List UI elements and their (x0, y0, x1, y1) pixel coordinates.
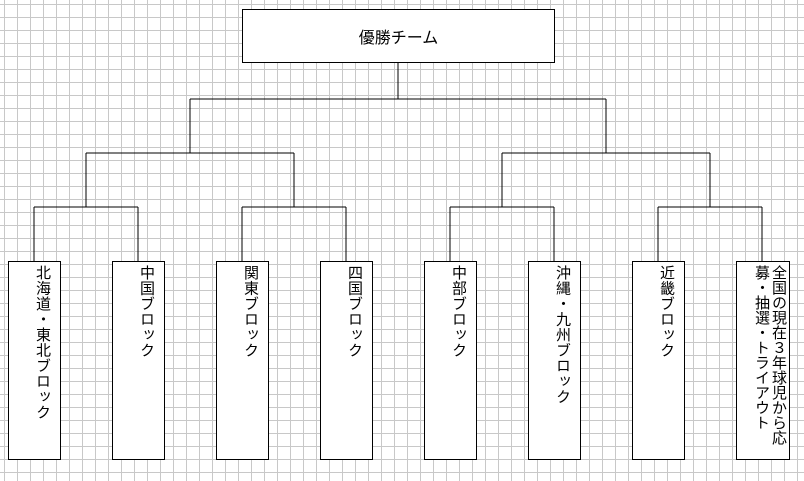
team-box-hokkaido-tohoku: 北海道・東北ブロック (8, 261, 61, 460)
team-label: 中部ブロック (450, 265, 468, 358)
team-box-kanto: 関東ブロック (216, 261, 269, 460)
champion-box: 優勝チーム (242, 9, 555, 63)
team-label: 沖縄・九州ブロック (554, 265, 572, 405)
team-box-chubu: 中部ブロック (424, 261, 477, 460)
team-box-tryout: 全国の現在３年球児から応募・抽選・トライアウト (736, 261, 790, 460)
champion-label: 優勝チーム (358, 28, 439, 47)
team-label: 近畿ブロック (658, 265, 676, 358)
team-label: 中国ブロック (138, 265, 156, 358)
team-box-chugoku: 中国ブロック (112, 261, 165, 460)
team-box-shikoku: 四国ブロック (320, 261, 373, 460)
team-label: 全国の現在３年球児から応募・抽選・トライアウト (753, 265, 788, 445)
team-label: 関東ブロック (242, 265, 260, 358)
team-box-kinki: 近畿ブロック (632, 261, 685, 460)
team-box-okinawa-kyushu: 沖縄・九州ブロック (528, 261, 581, 460)
team-label: 北海道・東北ブロック (34, 265, 52, 420)
team-label: 四国ブロック (346, 265, 364, 358)
